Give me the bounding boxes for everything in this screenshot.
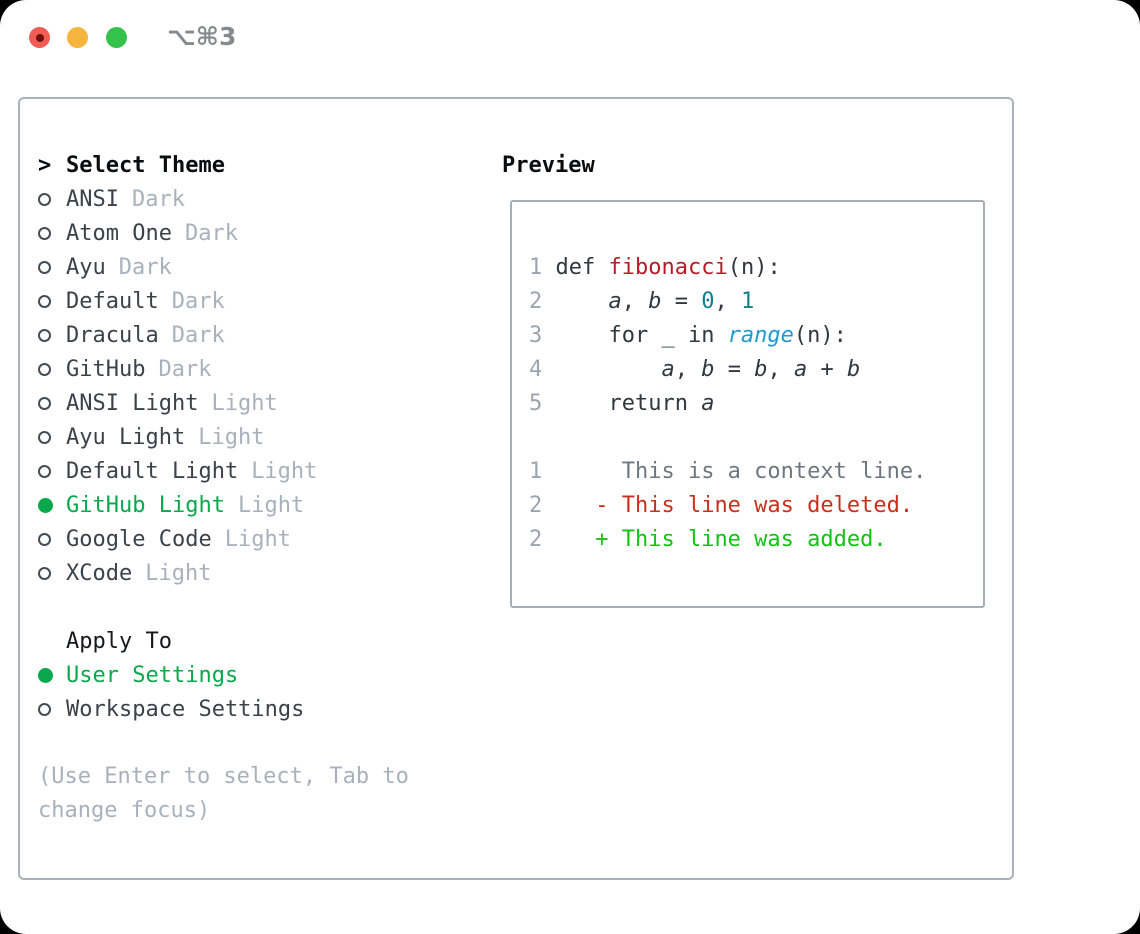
option-label: XCode: [66, 560, 133, 586]
theme-option[interactable]: Atom One Dark: [38, 216, 409, 250]
radio-icon: [38, 328, 66, 342]
variant-tag: Light: [211, 390, 278, 416]
option-label: ANSI Light: [66, 390, 199, 416]
hint-text: (Use Enter to select, Tab to change focus…: [38, 760, 409, 828]
radio-icon: [38, 702, 66, 716]
apply-to-title: Apply To: [66, 628, 172, 654]
option-label: Default Light: [66, 458, 239, 484]
theme-option[interactable]: Ayu Dark: [38, 250, 409, 284]
variant-tag: Dark: [131, 186, 185, 212]
radio-icon: [38, 192, 66, 206]
spacer: [38, 590, 409, 624]
apply-to-option[interactable]: Workspace Settings: [38, 692, 409, 726]
window-title: ⌥⌘3: [167, 22, 237, 51]
code-line: 4 a, b = b, a + b: [529, 357, 861, 382]
theme-option[interactable]: XCode Light: [38, 556, 409, 590]
radio-icon: [38, 362, 66, 376]
theme-option[interactable]: ANSI Light Light: [38, 386, 409, 420]
radio-icon: [38, 566, 66, 580]
radio-icon: [38, 430, 66, 444]
theme-option[interactable]: Google Code Light: [38, 522, 409, 556]
theme-option[interactable]: Dracula Dark: [38, 318, 409, 352]
spacer: [38, 726, 409, 760]
variant-tag: Dark: [118, 254, 172, 280]
theme-option[interactable]: Default Light Light: [38, 454, 409, 488]
titlebar: ⌥⌘3: [0, 0, 1140, 75]
code-line: 1 def fibonacci(n):: [529, 255, 781, 280]
theme-option[interactable]: GitHub Dark: [38, 352, 409, 386]
variant-tag: Dark: [171, 322, 225, 348]
option-label: GitHub: [66, 356, 146, 382]
zoom-button[interactable]: [106, 27, 127, 48]
radio-icon: [38, 667, 66, 683]
variant-tag: Light: [224, 526, 291, 552]
close-button[interactable]: [29, 27, 50, 48]
variant-tag: Dark: [184, 220, 238, 246]
code-line: [529, 421, 983, 455]
radio-icon: [38, 226, 66, 240]
minimize-button[interactable]: [67, 27, 88, 48]
theme-list-header: > Select Theme: [38, 148, 409, 182]
code-line: 2 - This line was deleted.: [529, 493, 914, 518]
radio-icon: [38, 294, 66, 308]
option-label: Ayu Light: [66, 424, 186, 450]
preview-title: Preview: [502, 152, 595, 178]
theme-list-title: Select Theme: [66, 152, 225, 178]
code-line: 5 return a: [529, 391, 715, 416]
variant-tag: Dark: [158, 356, 212, 382]
apply-to-header: Apply To: [38, 624, 409, 658]
radio-icon: [38, 532, 66, 546]
code-line: 2 a, b = 0, 1: [529, 289, 755, 314]
option-label: GitHub Light: [66, 492, 225, 518]
theme-option[interactable]: GitHub Light Light: [38, 488, 409, 522]
focus-caret-icon: >: [38, 152, 52, 178]
variant-tag: Dark: [171, 288, 225, 314]
option-label: Google Code: [66, 526, 212, 552]
theme-option[interactable]: ANSI Dark: [38, 182, 409, 216]
radio-icon: [38, 464, 66, 478]
radio-icon: [38, 497, 66, 513]
hint-line: change focus): [38, 798, 211, 823]
code-line: 1 This is a context line.: [529, 459, 927, 484]
theme-option[interactable]: Default Dark: [38, 284, 409, 318]
preview-box: 1 def fibonacci(n): 2 a, b = 0, 1 3 for _ …: [510, 200, 985, 608]
option-label: Atom One: [66, 220, 172, 246]
apply-to-option[interactable]: User Settings: [38, 658, 409, 692]
option-label: Default: [66, 288, 159, 314]
hint-line: (Use Enter to select, Tab to: [38, 764, 409, 789]
variant-tag: Light: [145, 560, 212, 586]
variant-tag: Light: [251, 458, 318, 484]
radio-icon: [38, 396, 66, 410]
variant-tag: Light: [198, 424, 265, 450]
code-line: 3 for _ in range(n):: [529, 323, 847, 348]
option-label: Ayu: [66, 254, 106, 280]
option-label: ANSI: [66, 186, 119, 212]
radio-icon: [38, 260, 66, 274]
theme-option[interactable]: Ayu Light Light: [38, 420, 409, 454]
code-line: 2 + This line was added.: [529, 527, 887, 552]
option-label: Dracula: [66, 322, 159, 348]
variant-tag: Light: [237, 492, 305, 518]
option-label: User Settings: [66, 662, 239, 688]
option-label: Workspace Settings: [66, 696, 305, 722]
